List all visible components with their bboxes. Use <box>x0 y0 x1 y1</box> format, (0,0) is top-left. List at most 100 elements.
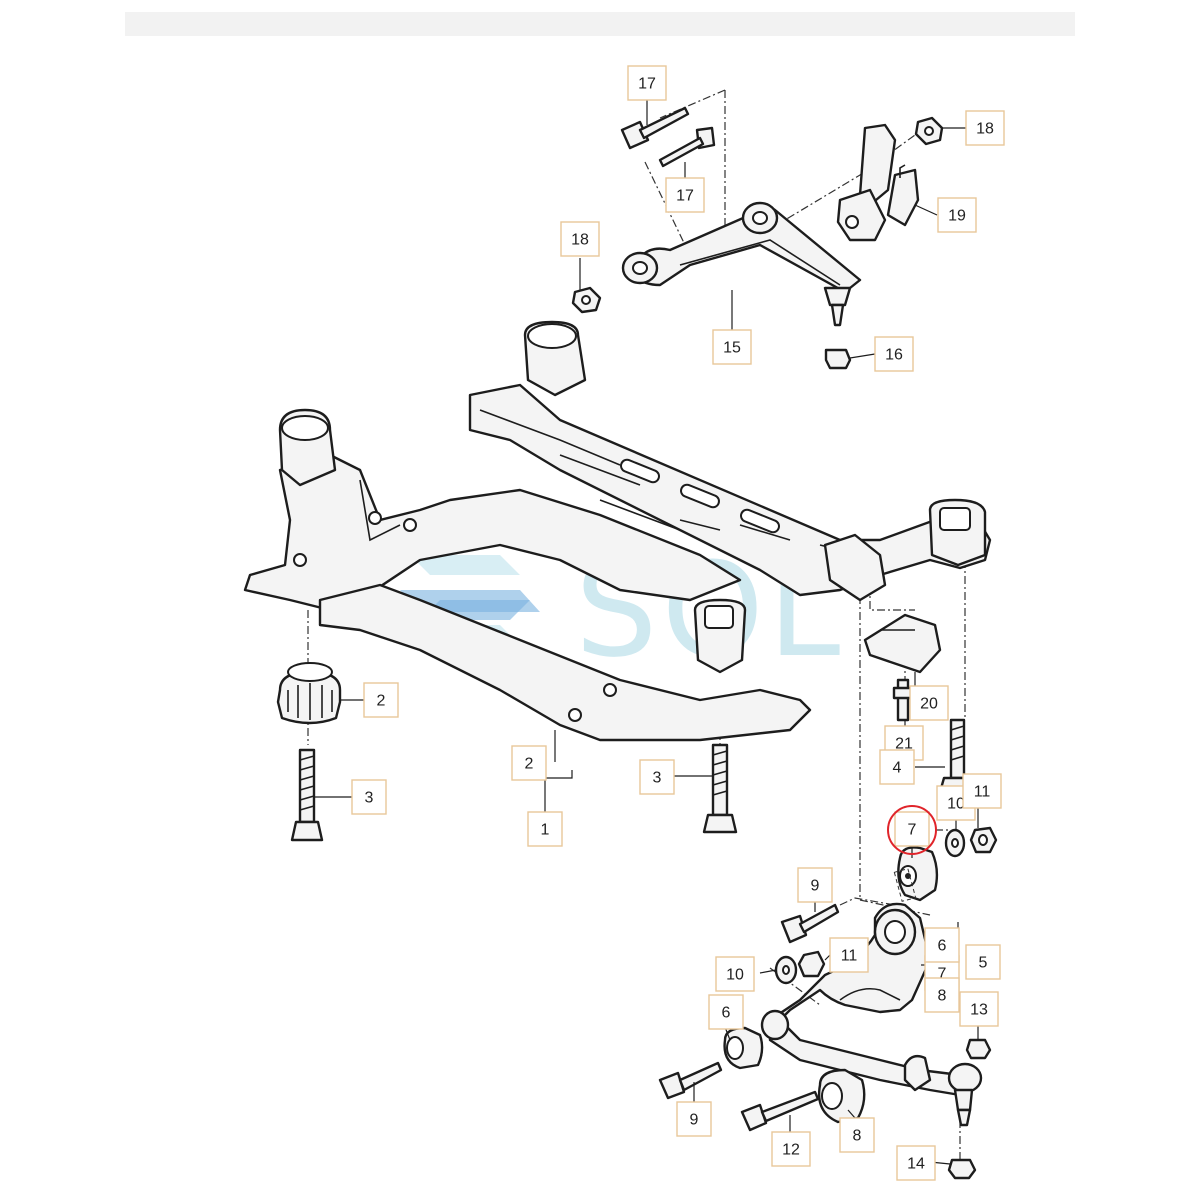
callout-number: 18 <box>571 232 589 249</box>
callout-box <box>676 1101 712 1137</box>
nut-11 <box>969 826 998 854</box>
callout-c18a: 18 <box>965 110 1005 146</box>
callout-box <box>937 197 977 233</box>
callout-number: 1 <box>541 822 550 839</box>
callout-number: 13 <box>970 1002 988 1019</box>
callout-c6a: 6 <box>708 994 744 1030</box>
nuts-upper <box>571 116 944 370</box>
lower-arm-washers <box>774 950 992 1180</box>
callout-box <box>959 991 999 1027</box>
callout-box <box>924 927 960 963</box>
callout-c19: 19 <box>937 197 977 233</box>
callout-c7a: 7 <box>894 811 930 847</box>
callout-box <box>909 685 949 721</box>
callout-number: 14 <box>907 1156 925 1173</box>
callout-box <box>708 994 744 1030</box>
callout-c8a: 8 <box>924 977 960 1013</box>
callout-c6b: 6 <box>924 927 960 963</box>
callout-c3b: 3 <box>639 759 675 795</box>
callout-number: 3 <box>365 790 374 807</box>
callout-number: 21 <box>895 736 913 753</box>
callout-box <box>879 749 915 785</box>
callout-c2b: 2 <box>511 745 547 781</box>
callout-number: 2 <box>525 756 534 773</box>
callout-box <box>797 867 833 903</box>
lower-control-arm <box>760 902 983 1127</box>
callout-c17b: 17 <box>665 177 705 213</box>
callout-c14: 14 <box>896 1145 936 1181</box>
callout-number: 6 <box>722 1005 731 1022</box>
callout-c8b: 8 <box>839 1117 875 1153</box>
callout-number: 19 <box>948 208 966 225</box>
callout-box <box>527 811 563 847</box>
callout-box <box>351 779 387 815</box>
callout-box <box>874 336 914 372</box>
callout-number: 10 <box>947 796 965 813</box>
callout-box <box>894 811 930 847</box>
front-subframe <box>243 320 992 742</box>
callout-box <box>363 682 399 718</box>
upper-control-arm <box>621 201 862 327</box>
callout-box <box>511 745 547 781</box>
callout-box <box>715 956 755 992</box>
upper-arm-bolts <box>620 106 716 168</box>
callout-number: 18 <box>976 121 994 138</box>
lower-arm-bushing-6 <box>723 1026 764 1070</box>
highlight-circle-part-7 <box>887 805 937 855</box>
callout-number: 20 <box>920 696 938 713</box>
callout-number: 6 <box>938 938 947 955</box>
callout-number: 11 <box>841 948 858 965</box>
callout-number: 7 <box>938 966 947 983</box>
callout-number: 9 <box>690 1112 699 1129</box>
callout-c11a: 11 <box>962 773 1002 809</box>
lower-arm-bushing-7 <box>897 846 939 902</box>
callout-c17a: 17 <box>627 65 667 101</box>
callout-number: 10 <box>726 967 744 984</box>
callout-number: 4 <box>893 760 902 777</box>
callout-c9a: 9 <box>797 867 833 903</box>
callout-number: 16 <box>885 347 903 364</box>
callout-box <box>665 177 705 213</box>
top-gray-bar <box>125 12 1075 36</box>
callout-number: 3 <box>653 770 662 787</box>
callout-c10b: 10 <box>715 956 755 992</box>
callout-c3a: 3 <box>351 779 387 815</box>
callout-c12: 12 <box>771 1131 811 1167</box>
callout-box <box>712 329 752 365</box>
callout-number: 17 <box>676 188 694 205</box>
callout-c2a: 2 <box>363 682 399 718</box>
callout-number: 5 <box>979 955 988 972</box>
callout-box <box>896 1145 936 1181</box>
callout-c9b: 9 <box>676 1101 712 1137</box>
callout-c16: 16 <box>874 336 914 372</box>
callout-number: 7 <box>908 822 917 839</box>
callout-box <box>839 1117 875 1153</box>
subframe-bolt-left <box>290 748 324 842</box>
callout-box <box>829 937 869 973</box>
callout-number: 11 <box>974 784 991 801</box>
subframe-bolt-middle <box>702 743 738 834</box>
lower-arm-bolts <box>658 903 840 1132</box>
callout-number: 8 <box>938 988 947 1005</box>
callout-number: 2 <box>377 693 386 710</box>
callout-c15: 15 <box>712 329 752 365</box>
callout-c13: 13 <box>959 991 999 1027</box>
callout-number: 12 <box>782 1142 800 1159</box>
level-sensor-bracket <box>836 123 920 242</box>
callout-c5: 5 <box>965 944 1001 980</box>
callout-box <box>962 773 1002 809</box>
callout-box <box>771 1131 811 1167</box>
callout-number: 15 <box>723 340 741 357</box>
callout-c20: 20 <box>909 685 949 721</box>
callout-c18b: 18 <box>560 221 600 257</box>
callout-c11b: 11 <box>829 937 869 973</box>
callout-c4: 4 <box>879 749 915 785</box>
callout-box <box>965 944 1001 980</box>
callout-box <box>965 110 1005 146</box>
callout-box <box>639 759 675 795</box>
callout-box <box>627 65 667 101</box>
lower-arm-bushing-8 <box>817 1068 866 1124</box>
